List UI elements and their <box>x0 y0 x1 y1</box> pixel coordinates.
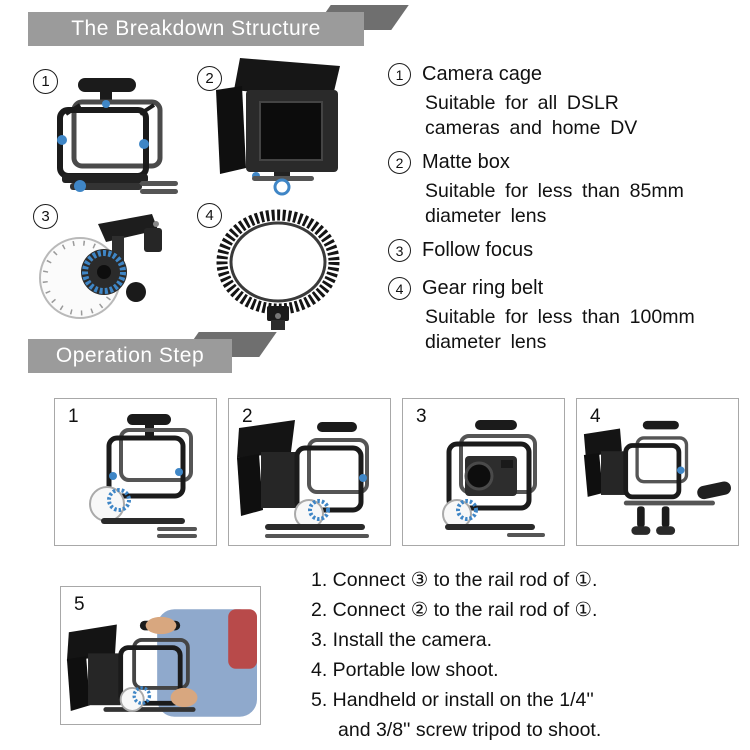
photo-label-3: 3 <box>33 204 58 229</box>
step-box-4: 4 <box>576 398 739 546</box>
entry-4-marker-num: 4 <box>395 280 404 297</box>
entry-2-description: Suitable for less than 85mm diameter len… <box>425 179 746 229</box>
camera-cage-photo <box>57 78 178 194</box>
operation-instructions: 1. Connect ③ to the rail rod of ①. 2. Co… <box>311 565 747 745</box>
breakdown-banner: The Breakdown Structure <box>28 5 409 46</box>
step-box-1: 1 <box>54 398 217 546</box>
step-4-photo <box>583 420 731 535</box>
step-2-photo <box>236 420 369 538</box>
entry-2-line-2: diameter lens <box>425 205 547 227</box>
entry-1-line-1: Suitable for all DSLR <box>425 92 619 114</box>
instruction-line-1: 1. Connect ③ to the rail rod of ①. <box>311 569 598 591</box>
entry-matte-box: 2 Matte box Suitable for less than 85mm … <box>388 146 746 229</box>
photo-label-4: 4 <box>197 203 222 228</box>
step-box-2: 2 <box>228 398 391 546</box>
entry-2-marker: 2 <box>388 151 411 174</box>
operation-steps-row: 1 2 <box>54 398 739 546</box>
breakdown-banner-title: The Breakdown Structure <box>71 17 321 40</box>
entry-1-line-2: cameras and home DV <box>425 117 638 139</box>
entry-2-title-row: 2 Matte box <box>388 146 746 179</box>
instruction-line-4: 4. Portable low shoot. <box>311 659 499 681</box>
photo-label-2: 2 <box>197 66 222 91</box>
step-5-photo <box>66 609 257 717</box>
entry-3-marker-num: 3 <box>395 242 404 259</box>
instruction-line-2: 2. Connect ② to the rail rod of ①. <box>311 599 598 621</box>
breakdown-descriptions: 1 Camera cage Suitable for all DSLR came… <box>388 58 746 360</box>
step-box-3: 3 <box>402 398 565 546</box>
instruction-line-5: 5. Handheld or install on the 1/4'' <box>311 689 594 711</box>
step-3-number: 3 <box>416 406 427 427</box>
follow-focus-photo <box>39 214 162 319</box>
entry-1-marker-num: 1 <box>395 66 404 83</box>
entry-4-line-1: Suitable for less than 100mm <box>425 306 695 328</box>
step-4-number: 4 <box>590 406 601 427</box>
entry-1-marker: 1 <box>388 63 411 86</box>
matte-box-photo <box>216 58 340 196</box>
photo-label-1-num: 1 <box>41 73 50 90</box>
step-2-number: 2 <box>242 406 253 427</box>
entry-1-title-row: 1 Camera cage <box>388 58 746 91</box>
step-5-number: 5 <box>74 594 85 615</box>
entry-4-marker: 4 <box>388 277 411 300</box>
entry-3-title: Follow focus <box>422 239 534 261</box>
photo-label-3-num: 3 <box>41 208 50 225</box>
entry-3-marker: 3 <box>388 239 411 262</box>
step-1-number: 1 <box>68 406 79 427</box>
entry-gear-ring-belt: 4 Gear ring belt Suitable for less than … <box>388 272 746 355</box>
operation-banner: Operation Step <box>28 332 277 373</box>
entry-4-title-row: 4 Gear ring belt <box>388 272 746 305</box>
photo-label-4-num: 4 <box>205 207 214 224</box>
step-1-photo <box>88 414 197 538</box>
photo-label-2-num: 2 <box>205 70 214 87</box>
entry-camera-cage: 1 Camera cage Suitable for all DSLR came… <box>388 58 746 141</box>
entry-3-title-row: 3 Follow focus <box>388 234 746 267</box>
entry-4-title: Gear ring belt <box>422 277 544 299</box>
entry-2-line-1: Suitable for less than 85mm <box>425 180 684 202</box>
entry-2-title: Matte box <box>422 151 510 173</box>
ribbon-fold-icon <box>313 5 409 30</box>
entry-1-description: Suitable for all DSLR cameras and home D… <box>425 91 746 141</box>
entry-4-description: Suitable for less than 100mm diameter le… <box>425 305 746 355</box>
step-3-photo <box>441 420 545 537</box>
entry-4-line-2: diameter lens <box>425 331 547 353</box>
instruction-line-3: 3. Install the camera. <box>311 629 493 651</box>
gear-ring-belt-photo <box>216 209 340 330</box>
entry-1-title: Camera cage <box>422 63 543 85</box>
entry-follow-focus: 3 Follow focus <box>388 234 746 267</box>
step-box-5: 5 <box>60 586 261 725</box>
operation-banner-title: Operation Step <box>55 344 205 367</box>
entry-2-marker-num: 2 <box>395 154 404 171</box>
instruction-line-6: and 3/8'' screw tripod to shoot. <box>338 719 602 741</box>
photo-label-1: 1 <box>33 69 58 94</box>
